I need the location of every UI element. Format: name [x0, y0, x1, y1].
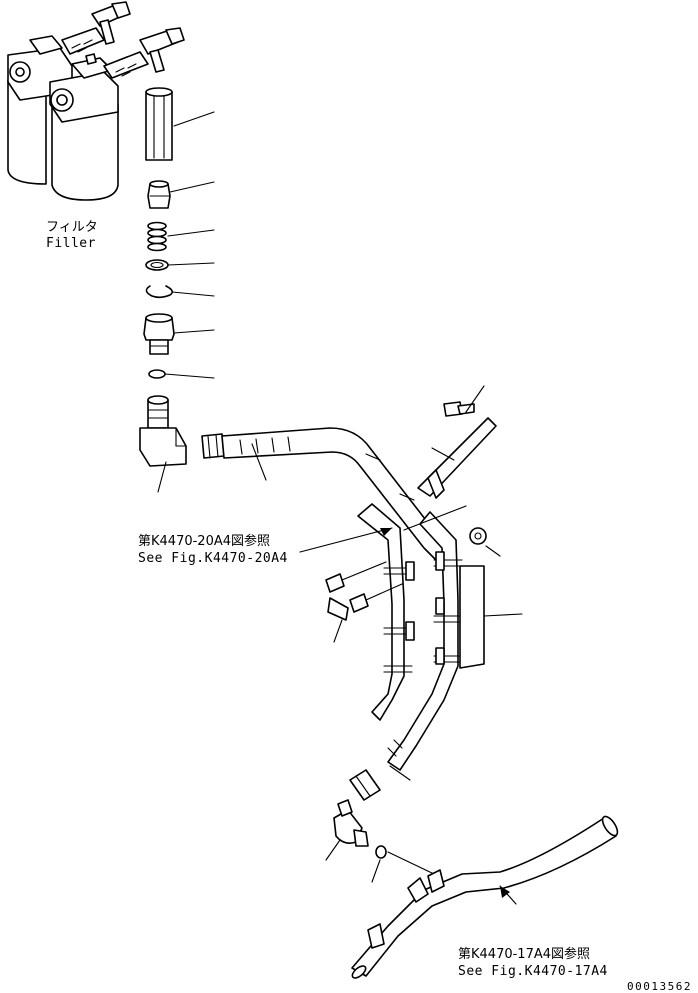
leader-lines-stack: [157, 111, 215, 493]
snap-ring: [145, 285, 174, 299]
lower-plug: [375, 845, 387, 859]
hex-coupling: [145, 87, 173, 161]
reference-lower-jp: 第K4470-17A4図参照: [458, 946, 590, 962]
reference-upper-en: See Fig.K4470-20A4: [138, 551, 288, 566]
leader-bracket: [431, 447, 455, 461]
reference-arrow-upper: [299, 527, 393, 553]
mounting-bolts: [325, 527, 487, 621]
spring: [147, 221, 167, 252]
filter-assembly: [7, 1, 185, 201]
filter-label-jp: フィルタ: [46, 220, 98, 235]
check-valve-body: [143, 313, 175, 355]
reference-lower-en: See Fig.K4470-17A4: [458, 964, 608, 979]
drawing-number: 00013562: [627, 980, 692, 993]
reference-arrowhead-lower: [500, 886, 510, 898]
leader-lines-middle: [333, 505, 523, 781]
filter-label-en: Filler: [46, 236, 96, 251]
o-ring-lower: [148, 369, 166, 379]
leader-bolt-upper: [465, 385, 485, 413]
leader-lower-plug: [371, 859, 381, 883]
return-pipe: [349, 511, 485, 801]
reference-upper-jp: 第K4470-20A4図参照: [138, 533, 270, 549]
o-ring-upper: [145, 259, 169, 271]
leader-lower-elbow: [325, 839, 341, 861]
bottom-pipe: [351, 815, 619, 979]
clamp-bracket: [417, 401, 497, 499]
reference-arrowhead-upper: [380, 528, 392, 536]
leader-plug-to-pipe: [387, 851, 435, 875]
lower-elbow: [333, 799, 369, 847]
o-ring-upper-inner: [150, 261, 164, 269]
reference-pipe-left: [357, 503, 415, 721]
elbow-fitting: [139, 395, 187, 467]
adapter-nipple: [147, 180, 171, 209]
leader-upper-hose: [251, 443, 267, 481]
